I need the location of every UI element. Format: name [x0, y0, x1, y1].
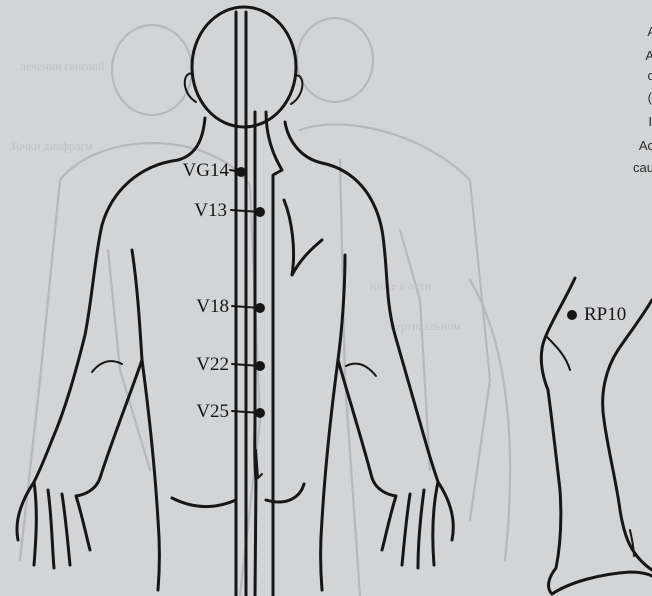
cropped-text-line: I: [648, 114, 652, 129]
cropped-text-line: cau: [633, 160, 652, 175]
vg14-point-marker: [236, 167, 246, 177]
head-outline: [192, 7, 296, 127]
v18-point-marker: [255, 303, 265, 313]
left-elbow-crease: [92, 361, 122, 372]
v22-point-marker: [255, 361, 265, 371]
leg-front-outline: [541, 278, 575, 594]
v13-label: V13: [194, 200, 227, 221]
v18-label: V18: [196, 296, 229, 317]
scapula-outline: [284, 200, 322, 275]
svg-text:Точки диафрагм: Точки диафрагм: [10, 139, 93, 153]
v25-label: V25: [196, 401, 229, 422]
back-points: VG14 V13 V18 V22 V25: [183, 160, 265, 422]
back-figure: [17, 7, 453, 596]
svg-text:вертикальном: вертикальном: [390, 319, 461, 333]
knee-crease: [546, 336, 570, 370]
cropped-text-line: А: [645, 48, 652, 63]
left-side-outline: [34, 160, 178, 482]
v22-label: V22: [196, 354, 229, 375]
leg-figure: [541, 278, 652, 594]
buttocks-line: [172, 498, 236, 507]
v25-point-marker: [255, 408, 265, 418]
cropped-text-line: с: [648, 68, 652, 83]
v13-point-marker: [255, 207, 265, 217]
cropped-text-line: А: [647, 24, 652, 39]
meridian-bladder-left: [255, 112, 256, 596]
neck-left: [178, 118, 205, 160]
lower-torso: [142, 360, 160, 590]
meridian-bladder-right: [266, 112, 282, 596]
right-elbow-crease: [346, 364, 376, 376]
lower-torso-right: [321, 360, 339, 590]
sacral-line: [256, 450, 262, 478]
leg-points: RP10: [567, 304, 626, 325]
vg14-label: VG14: [183, 160, 230, 181]
cropped-text-column: А А с ( I Ac cau: [633, 24, 652, 175]
left-hand: [17, 478, 100, 568]
cropped-text-line: Ac: [639, 138, 652, 153]
leg-back-outline: [603, 300, 652, 570]
right-hand: [372, 478, 453, 568]
cropped-text-line: (: [648, 90, 652, 105]
rp10-point-marker: [567, 310, 577, 320]
svg-text:ниже в ости: ниже в ости: [370, 279, 432, 293]
foot-outline: [552, 572, 652, 594]
svg-text:лечении ганглий: лечении ганглий: [20, 59, 105, 73]
ankle-line: [630, 530, 634, 556]
rp10-label: RP10: [584, 304, 626, 325]
